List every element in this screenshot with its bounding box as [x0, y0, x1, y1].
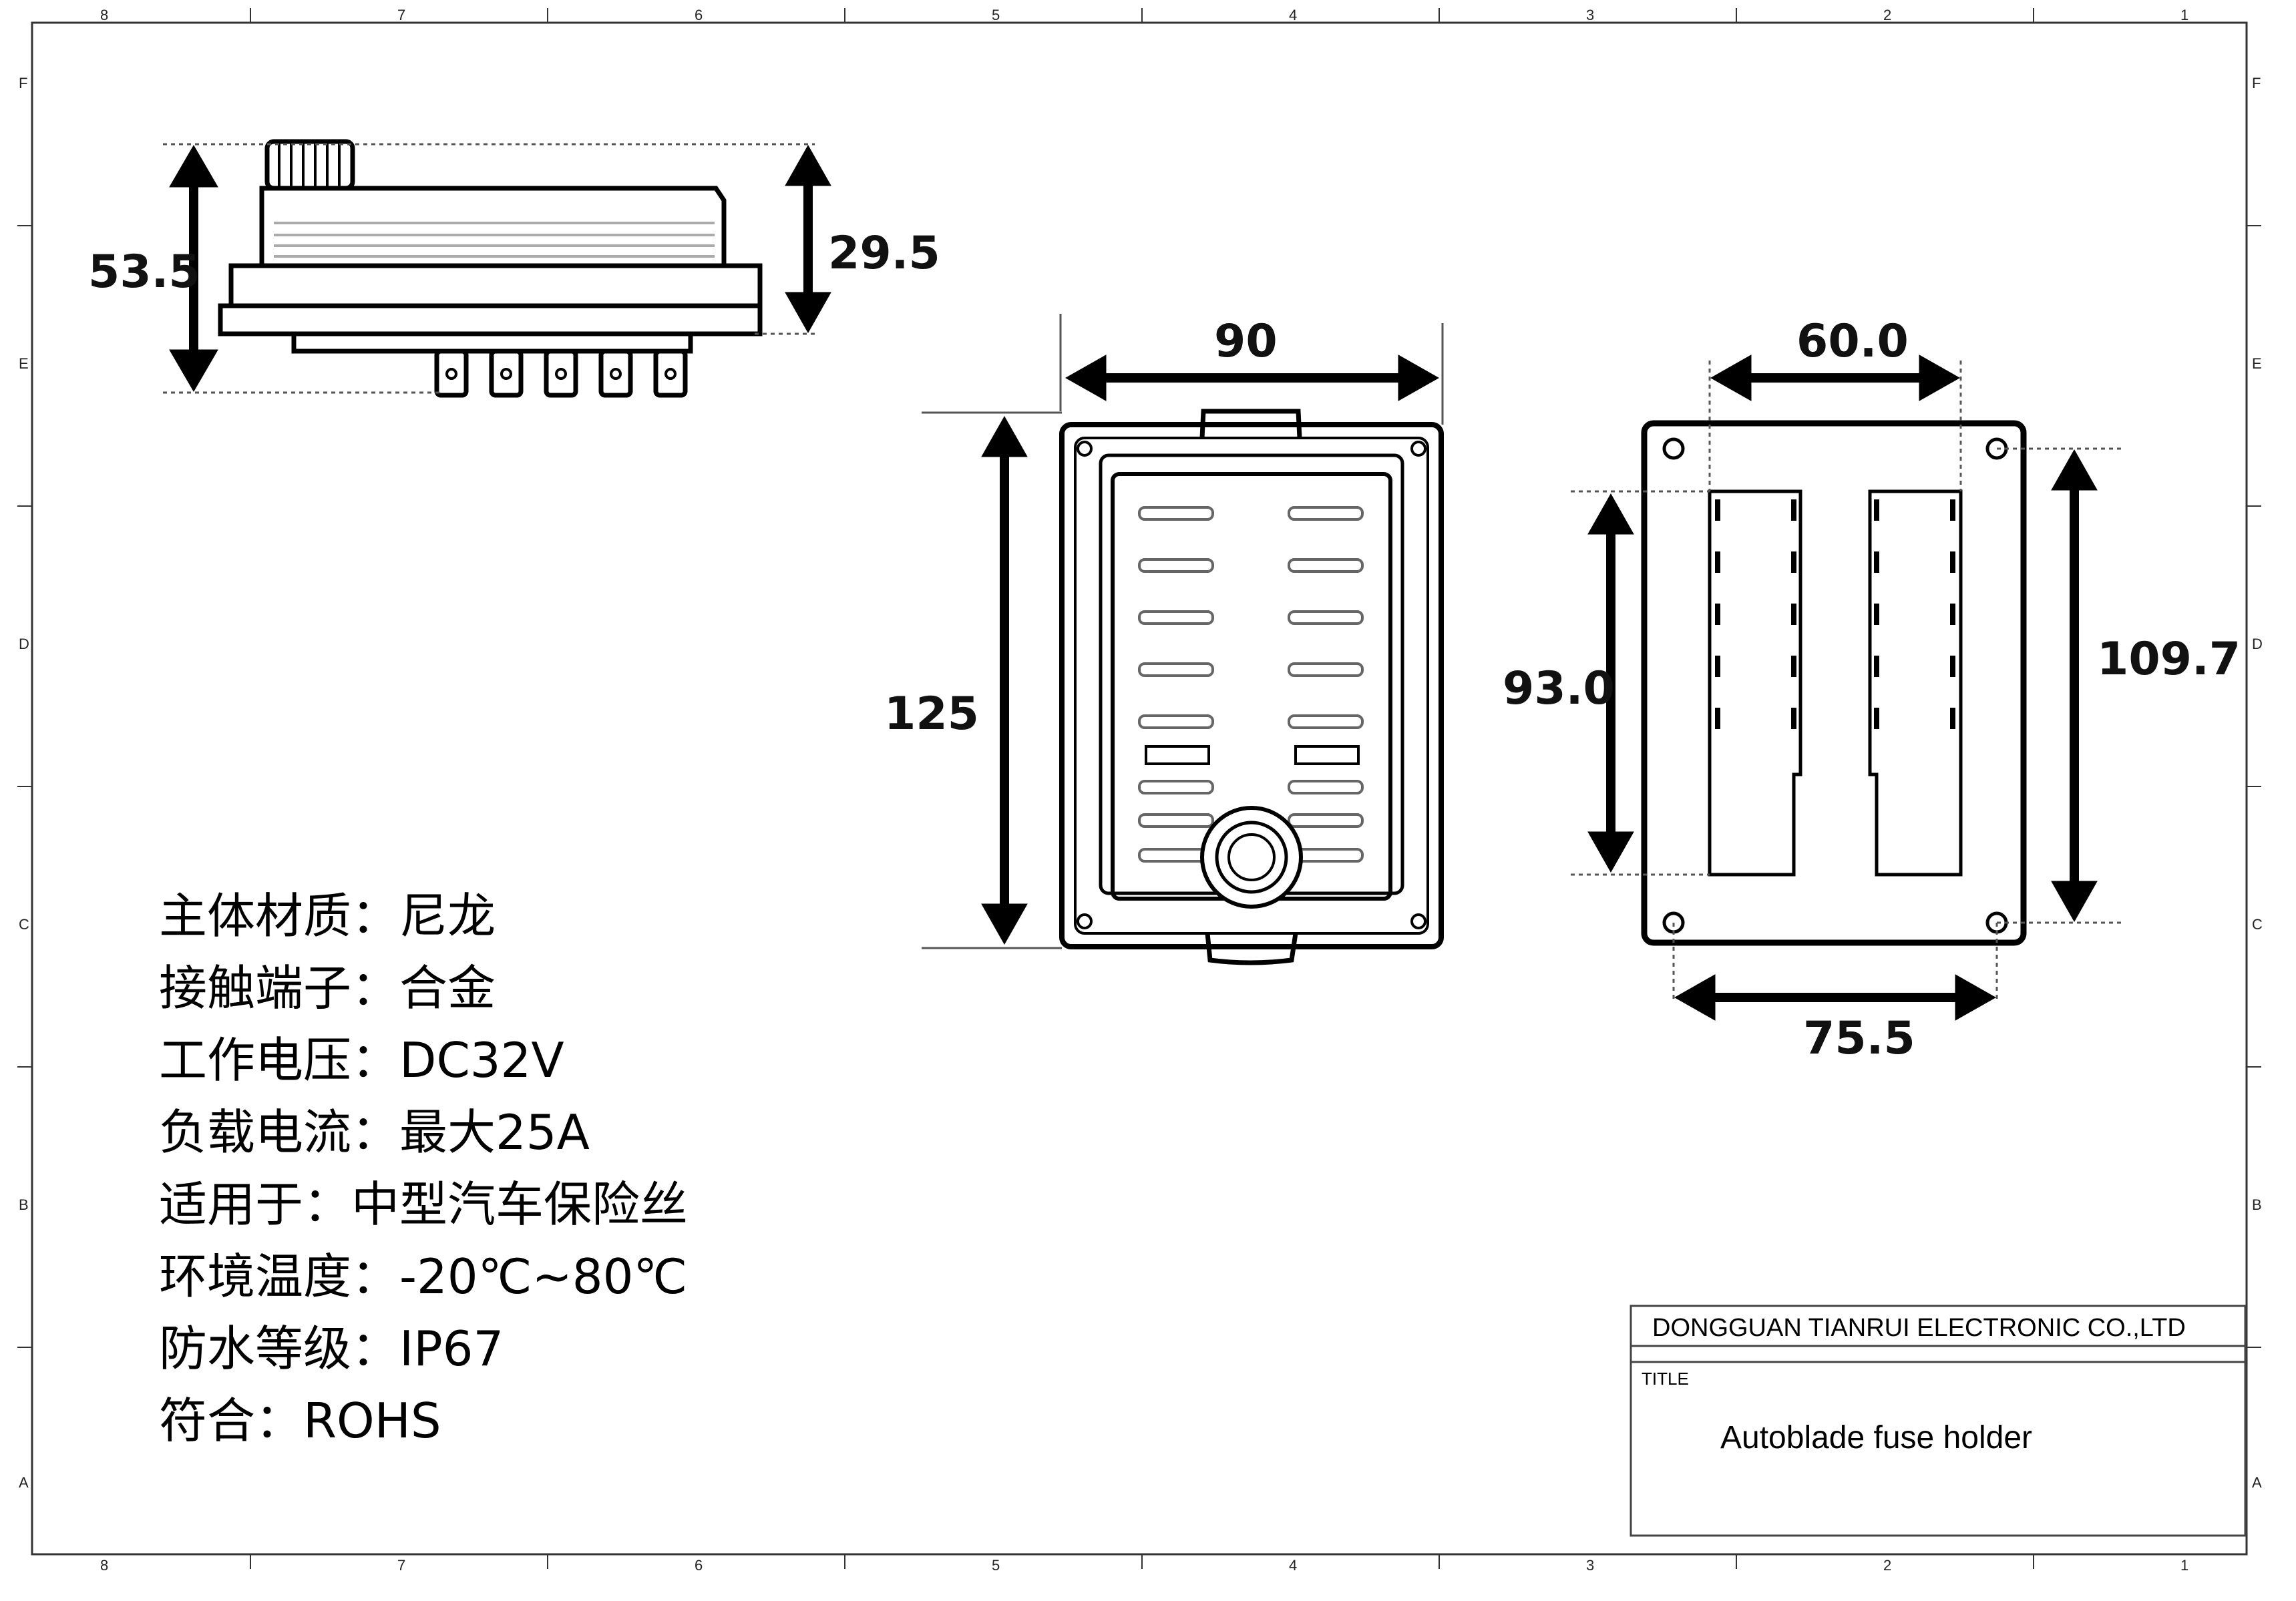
dim-125: 125	[884, 688, 979, 740]
bottom-view	[1641, 420, 2027, 946]
side-dimension-lines	[163, 143, 817, 394]
ruler-row-a: A	[2252, 1474, 2262, 1491]
ruler-row-d: D	[19, 636, 29, 652]
ruler-col-1: 1	[2180, 7, 2188, 23]
top-dimension-lines	[922, 314, 1444, 949]
ruler-row-d: D	[2252, 636, 2263, 652]
ruler-col-2: 2	[1883, 1557, 1891, 1574]
ruler-col-2: 2	[1883, 7, 1891, 23]
ruler-col-6: 6	[695, 1557, 703, 1574]
spec-material: 主体材质：尼龙	[159, 888, 496, 944]
spec-application: 适用于：中型汽车保险丝	[159, 1176, 689, 1232]
dim-75-5: 75.5	[1803, 1012, 1915, 1065]
ruler-row-e: E	[19, 355, 29, 372]
ruler-row-c: C	[2252, 916, 2263, 933]
ruler-row-b: B	[2252, 1196, 2262, 1213]
drawing-frame	[31, 21, 2248, 1556]
ruler-col-8: 8	[100, 7, 108, 23]
spec-waterproof: 防水等级：IP67	[159, 1321, 504, 1377]
dim-60-0: 60.0	[1796, 315, 1909, 368]
ruler-col-5: 5	[992, 7, 1000, 23]
bottom-dimension-arrows	[1587, 355, 2098, 1021]
dim-29-5: 29.5	[828, 227, 940, 280]
ruler-col-4: 4	[1289, 1557, 1297, 1574]
dim-53-5: 53.5	[88, 246, 200, 298]
ruler-row-f: F	[2252, 75, 2261, 91]
ruler-col-6: 6	[695, 7, 703, 23]
side-dimension-arrows	[169, 144, 831, 392]
title-block-title-value: Autoblade fuse holder	[1720, 1420, 2033, 1455]
ruler-col-7: 7	[397, 7, 405, 23]
ruler-col-7: 7	[397, 1557, 405, 1574]
title-block	[1630, 1305, 2247, 1537]
spec-current: 负载电流：最大25A	[159, 1104, 590, 1160]
dim-93-0: 93.0	[1503, 662, 1615, 715]
ruler-col-8: 8	[100, 1557, 108, 1574]
ruler-col-3: 3	[1586, 1557, 1594, 1574]
ruler-col-5: 5	[992, 1557, 1000, 1574]
side-view	[218, 139, 763, 398]
spec-list: 主体材质：尼龙 接触端子：合金 工作电压：DC32V 负载电流：最大25A 适用…	[159, 880, 827, 1457]
top-view	[1059, 409, 1444, 965]
ruler-ticks	[17, 8, 2261, 1569]
title-block-company: DONGGUAN TIANRUI ELECTRONIC CO.,LTD	[1652, 1314, 2186, 1342]
ruler-row-f: F	[19, 75, 27, 91]
ruler-col-1: 1	[2180, 1557, 2188, 1574]
spec-compliance: 符合：ROHS	[159, 1393, 441, 1449]
top-dimension-arrows	[981, 355, 1440, 945]
ruler-row-c: C	[19, 916, 29, 933]
ruler-row-e: E	[2252, 355, 2262, 372]
dim-109-7: 109.7	[2097, 633, 2241, 686]
spec-voltage: 工作电压：DC32V	[159, 1032, 564, 1088]
dim-90: 90	[1214, 315, 1278, 368]
ruler-col-4: 4	[1289, 7, 1297, 23]
ruler-row-a: A	[19, 1474, 29, 1491]
spec-temperature: 环境温度：-20℃~80℃	[159, 1248, 688, 1305]
ruler-col-3: 3	[1586, 7, 1594, 23]
bottom-dimension-lines	[1571, 361, 2124, 1001]
title-block-title-label: TITLE	[1642, 1369, 1689, 1389]
ruler-row-b: B	[19, 1196, 29, 1213]
spec-terminal: 接触端子：合金	[159, 960, 496, 1016]
